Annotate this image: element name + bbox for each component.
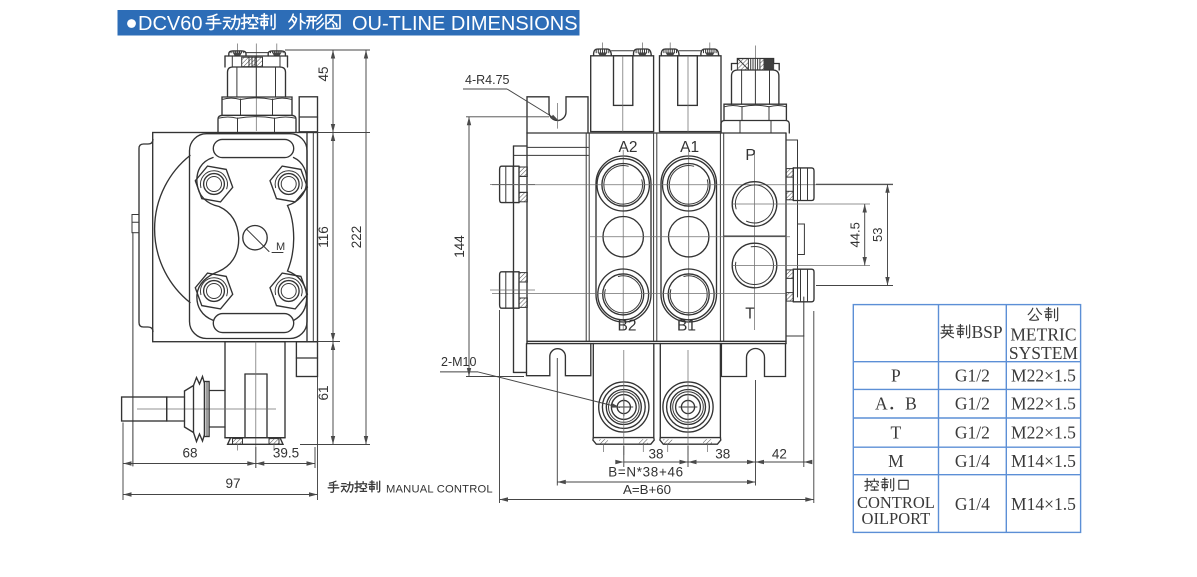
svg-text:T: T — [891, 423, 902, 443]
svg-text:61: 61 — [316, 385, 331, 400]
svg-text:A2: A2 — [619, 139, 638, 156]
svg-text:G1/2: G1/2 — [955, 394, 990, 414]
svg-text:A．B: A．B — [875, 394, 917, 414]
svg-text:M22×1.5: M22×1.5 — [1011, 423, 1076, 443]
svg-text:M14×1.5: M14×1.5 — [1011, 451, 1076, 471]
svg-text:M22×1.5: M22×1.5 — [1011, 366, 1076, 386]
svg-text:BSP: BSP — [972, 322, 1003, 342]
svg-text:G1/4: G1/4 — [955, 494, 990, 514]
svg-text:A1: A1 — [680, 139, 699, 156]
svg-text:38: 38 — [648, 447, 663, 462]
svg-text:CONTROL: CONTROL — [857, 493, 935, 512]
svg-text:39.5: 39.5 — [273, 446, 299, 461]
svg-text:METRIC: METRIC — [1010, 325, 1076, 345]
svg-text:45: 45 — [316, 66, 331, 81]
svg-text:P: P — [891, 366, 901, 386]
svg-text:53: 53 — [870, 228, 885, 242]
svg-text:M14×1.5: M14×1.5 — [1011, 494, 1076, 514]
svg-text:4-R4.75: 4-R4.75 — [465, 73, 510, 87]
svg-text:DCV60: DCV60 — [138, 13, 202, 35]
svg-text:116: 116 — [316, 226, 331, 248]
svg-text:2-M10: 2-M10 — [441, 355, 476, 369]
svg-text:OU-TLINE DIMENSIONS: OU-TLINE DIMENSIONS — [352, 13, 578, 35]
svg-text:P: P — [745, 147, 755, 164]
svg-text:38: 38 — [715, 447, 730, 462]
svg-text:68: 68 — [182, 446, 197, 461]
svg-text:144: 144 — [452, 235, 467, 258]
svg-text:MANUAL CONTROL: MANUAL CONTROL — [386, 484, 493, 496]
svg-text:M: M — [888, 451, 904, 471]
svg-text:SYSTEM: SYSTEM — [1009, 343, 1078, 363]
svg-text:42: 42 — [772, 447, 787, 462]
svg-text:44.5: 44.5 — [848, 222, 863, 247]
svg-text:B2: B2 — [618, 318, 637, 335]
svg-text:B=N*38+46: B=N*38+46 — [608, 465, 684, 480]
svg-text:222: 222 — [349, 226, 364, 249]
svg-text:G1/2: G1/2 — [955, 423, 990, 443]
svg-text:T: T — [745, 306, 755, 323]
svg-text:G1/2: G1/2 — [955, 366, 990, 386]
svg-text:OILPORT: OILPORT — [862, 509, 931, 528]
svg-text:97: 97 — [225, 476, 240, 491]
svg-text:G1/4: G1/4 — [955, 451, 990, 471]
svg-text:B1: B1 — [677, 318, 696, 335]
svg-text:M: M — [276, 241, 285, 253]
svg-text:A=B+60: A=B+60 — [623, 482, 671, 497]
svg-text:M22×1.5: M22×1.5 — [1011, 394, 1076, 414]
